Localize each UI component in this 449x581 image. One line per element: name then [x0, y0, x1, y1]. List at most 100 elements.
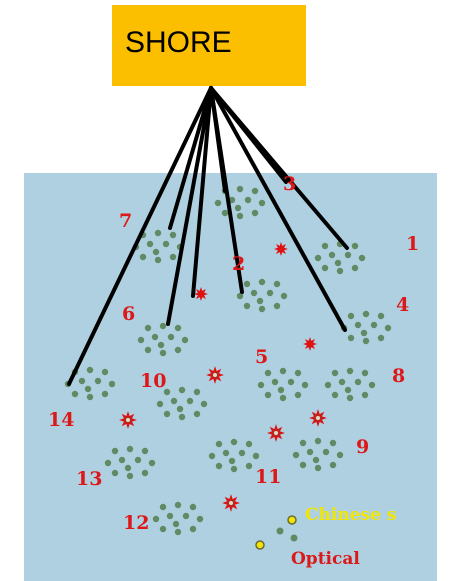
optical-star-hole-8 — [229, 501, 233, 505]
cluster-11-node — [215, 462, 223, 470]
cluster-1-node — [344, 251, 352, 259]
cluster-11-node — [230, 465, 238, 473]
cluster-8-node — [346, 367, 354, 375]
cluster-12-node — [196, 515, 204, 523]
cluster-5-node — [287, 378, 295, 386]
cluster-6-node — [174, 324, 182, 332]
cluster-2-node — [266, 289, 274, 297]
shore-label: SHORE — [125, 26, 232, 59]
optical-star-hole-7 — [274, 431, 278, 435]
cluster-14-node — [101, 390, 109, 398]
optical-star-icon-2 — [194, 287, 208, 301]
cluster-2-node — [273, 302, 281, 310]
cluster-label-9: 9 — [356, 436, 369, 458]
shore-link-4 — [168, 86, 213, 230]
cluster-3-node — [251, 209, 259, 217]
cluster-13-node — [141, 447, 149, 455]
cluster-6-node — [181, 336, 189, 344]
cluster-11-node — [222, 449, 230, 457]
cluster-8-node — [324, 381, 332, 389]
cluster-14-node — [86, 393, 94, 401]
cluster-2-node — [280, 292, 288, 300]
cluster-10-node — [193, 388, 201, 396]
cluster-10-node — [170, 397, 178, 405]
cluster-11-node — [230, 438, 238, 446]
cluster-10-node — [163, 410, 171, 418]
cluster-3-node — [244, 196, 252, 204]
shore-link-8 — [209, 86, 349, 250]
cluster-8-node — [361, 391, 369, 399]
cluster-14-node — [71, 390, 79, 398]
shore-box: SHORE — [112, 5, 306, 86]
cluster-7-node — [139, 253, 147, 261]
cluster-3-node — [221, 209, 229, 217]
cluster-10-node — [176, 405, 184, 413]
cluster-3-node — [258, 199, 266, 207]
cluster-3-node — [228, 196, 236, 204]
cluster-2-node — [243, 280, 251, 288]
cluster-13-node — [111, 469, 119, 477]
cluster-9-node — [314, 464, 322, 472]
cluster-2-node — [243, 302, 251, 310]
cluster-3-node — [214, 199, 222, 207]
cluster-5-node — [264, 369, 272, 377]
cluster-6-node — [157, 341, 165, 349]
cluster-7-node — [152, 248, 160, 256]
cluster-13-node — [141, 469, 149, 477]
cluster-11-node — [245, 440, 253, 448]
sea-area — [24, 173, 437, 581]
cluster-2-node — [250, 289, 258, 297]
cluster-7-node — [154, 256, 162, 264]
chinese-node-icon — [287, 515, 297, 525]
cluster-11-node — [215, 440, 223, 448]
cluster-2-node — [273, 280, 281, 288]
cluster-9-node — [329, 439, 337, 447]
cluster-4-node — [362, 310, 370, 318]
cluster-5-node — [264, 391, 272, 399]
cluster-5-node — [294, 391, 302, 399]
cluster-8-node — [354, 378, 362, 386]
cluster-13-node — [124, 464, 132, 472]
cluster-3-node — [251, 187, 259, 195]
cluster-13-node — [148, 459, 156, 467]
cluster-13-node — [126, 445, 134, 453]
legend-optical-label: Optical — [291, 549, 360, 569]
cluster-8-node — [346, 394, 354, 402]
cluster-1-node — [321, 242, 329, 250]
cluster-14-node — [101, 368, 109, 376]
cluster-label-7: 7 — [119, 210, 132, 232]
cluster-12-node — [182, 512, 190, 520]
cluster-6-node — [151, 333, 159, 341]
optical-star-hole-5 — [126, 418, 130, 422]
shore-link-3 — [191, 86, 213, 298]
cluster-10-node — [178, 413, 186, 421]
cluster-9-node — [322, 448, 330, 456]
cluster-4-node — [347, 312, 355, 320]
node-layer — [64, 185, 392, 536]
cluster-10-node — [163, 388, 171, 396]
legend-chinese-label: Chinese s — [305, 505, 396, 525]
cluster-13-node — [111, 447, 119, 455]
shore-link-9 — [209, 86, 347, 332]
cluster-label-3: 3 — [283, 173, 296, 195]
cluster-4-node — [362, 337, 370, 345]
cluster-5-node — [277, 386, 285, 394]
cluster-2-node — [256, 297, 264, 305]
cluster-1-node — [328, 251, 336, 259]
cluster-2-node — [236, 292, 244, 300]
cluster-9-node — [314, 437, 322, 445]
cluster-5-node — [271, 378, 279, 386]
cluster-9-node — [329, 461, 337, 469]
cluster-label-13: 13 — [76, 468, 102, 490]
cluster-14-node — [86, 366, 94, 374]
cluster-6-node — [167, 333, 175, 341]
cluster-label-5: 5 — [255, 346, 268, 368]
cluster-1-node — [351, 242, 359, 250]
cluster-11-node — [208, 452, 216, 460]
cluster-13-node — [126, 472, 134, 480]
cluster-12-node — [152, 515, 160, 523]
optical-star-hole-6 — [316, 416, 320, 420]
shore-link-1 — [67, 86, 213, 386]
cluster-4-node — [377, 312, 385, 320]
